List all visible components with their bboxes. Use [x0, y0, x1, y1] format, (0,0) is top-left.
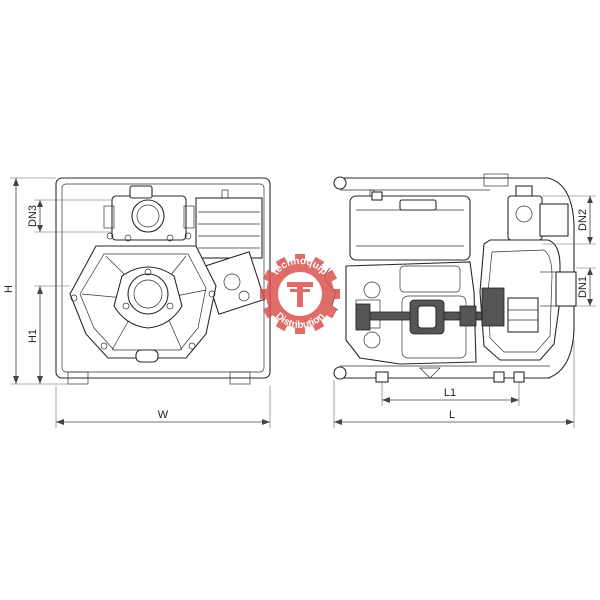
- front-foot-right: [229, 371, 251, 385]
- dimension-label-dn3: DN3: [27, 205, 39, 227]
- front-view: [55, 177, 271, 385]
- side-suction-port: [555, 271, 577, 307]
- dimension-label-dn1: DN1: [577, 276, 589, 298]
- logo-t-emblem-icon: [287, 282, 313, 307]
- front-drain-plug: [135, 349, 159, 363]
- front-engine-block: [195, 197, 263, 259]
- side-dimensions: DN2 DN1 L1 L: [333, 195, 596, 428]
- dimension-label-l: L: [449, 409, 455, 421]
- side-engine-tank: [349, 195, 471, 261]
- front-foot-left: [67, 371, 89, 385]
- dimension-label-h1: H1: [27, 329, 39, 343]
- side-discharge-port: [507, 195, 543, 241]
- dimension-label-l1: L1: [444, 387, 456, 399]
- technoquip-logo: technoquip Distribution: [260, 254, 340, 334]
- dimension-label-dn2: DN2: [577, 209, 589, 231]
- side-view: [325, 173, 577, 383]
- front-dimensions: H H1 DN3 W: [3, 177, 271, 428]
- dimension-label-h: H: [3, 285, 15, 293]
- dimension-label-w: W: [158, 409, 169, 421]
